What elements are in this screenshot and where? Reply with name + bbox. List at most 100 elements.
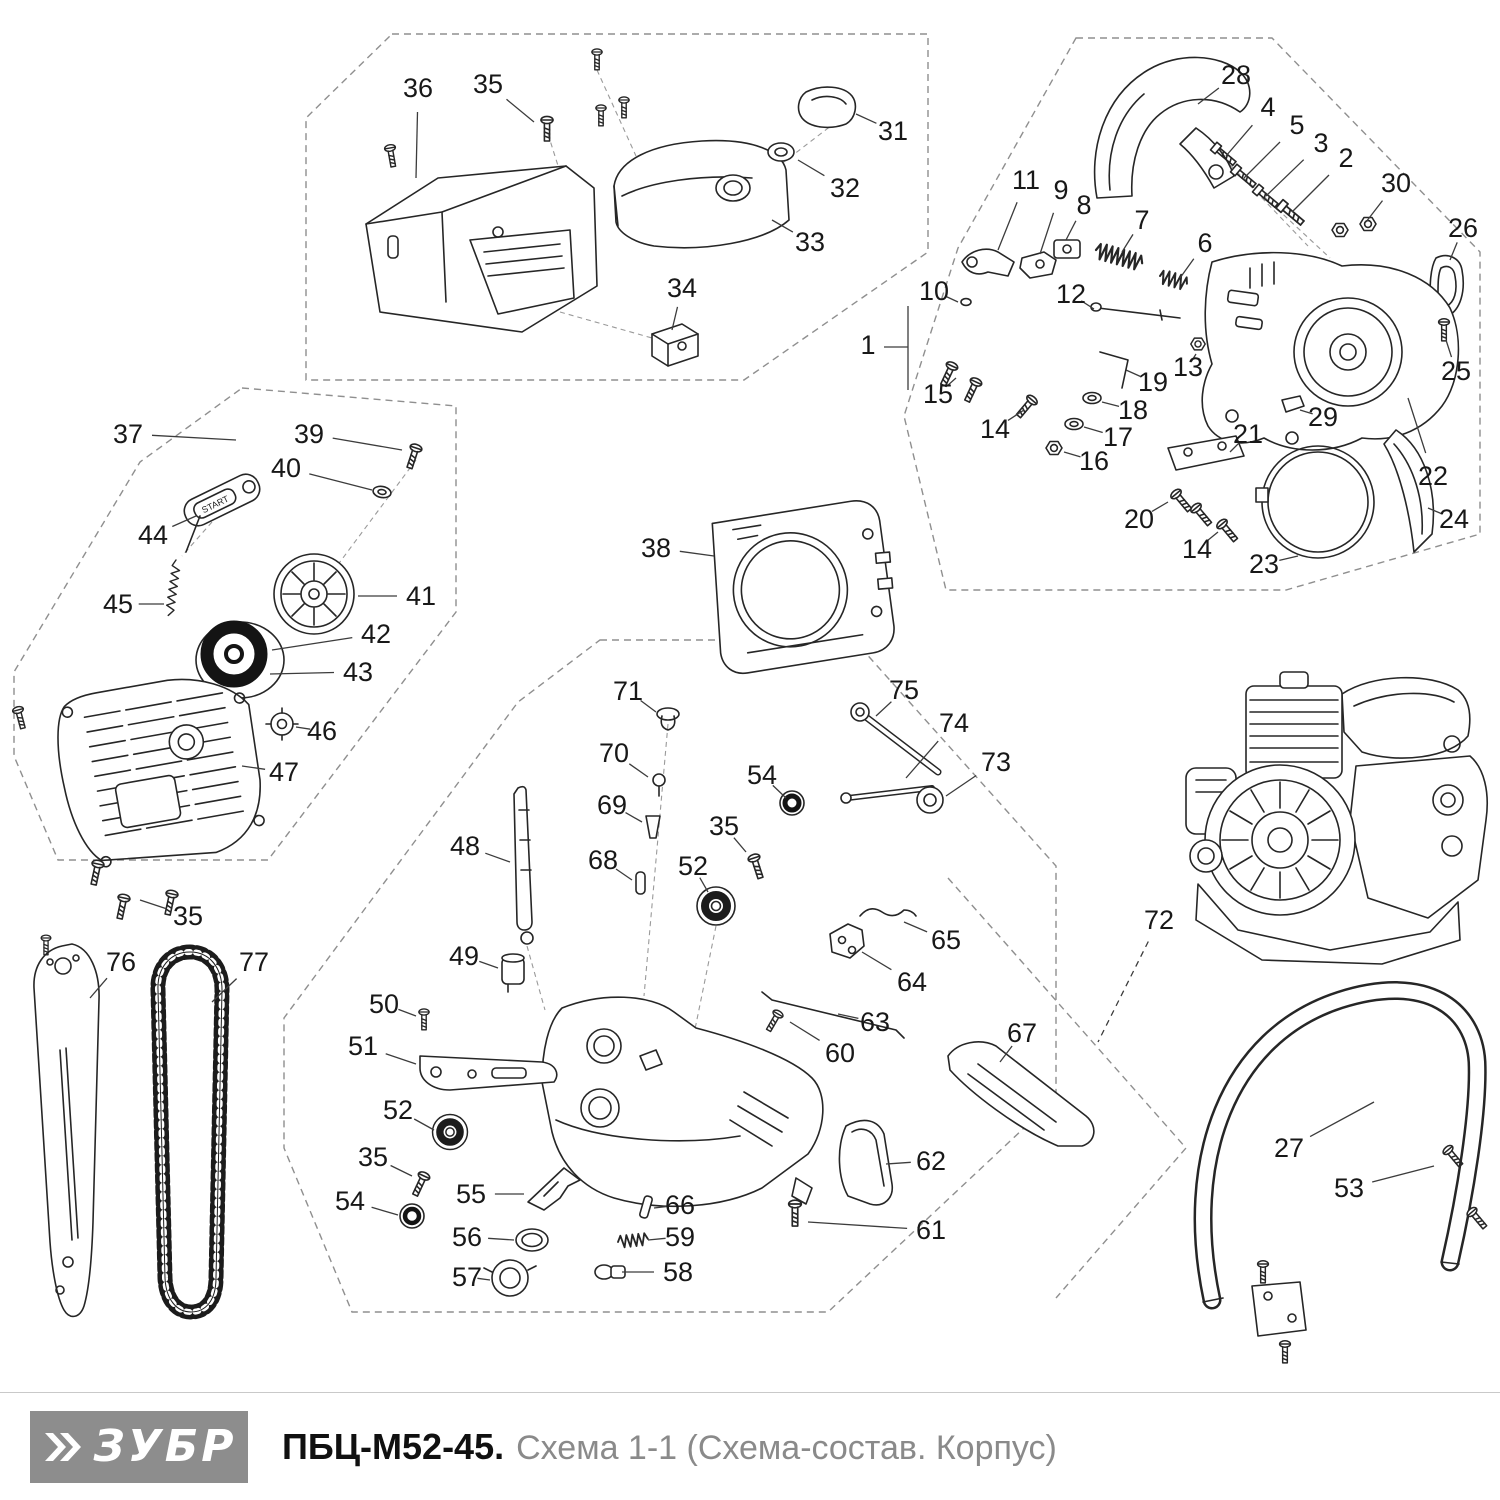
part-label-56: 56 <box>452 1222 482 1252</box>
part-label-69: 69 <box>597 790 627 820</box>
part-label-43: 43 <box>343 657 373 687</box>
leader-line <box>1063 451 1081 458</box>
leader-line <box>415 111 419 179</box>
part-label-52: 52 <box>383 1095 413 1125</box>
part-label-15: 15 <box>923 379 953 409</box>
leader-line <box>1083 426 1103 434</box>
leader-line <box>1206 531 1219 542</box>
leader-line <box>1197 87 1220 105</box>
leader-line <box>771 219 794 233</box>
leader-line <box>1309 1101 1375 1138</box>
part-label-76: 76 <box>106 947 136 977</box>
leader-line <box>1365 200 1384 223</box>
leader-line <box>479 960 499 969</box>
diagram-caption: ПБЦ-М52-45.Схема 1-1 (Схема-состав. Корп… <box>282 1426 1057 1468</box>
part-label-26: 26 <box>1448 213 1478 243</box>
footer: ЗУБР ПБЦ-М52-45.Схема 1-1 (Схема-состав.… <box>0 1392 1500 1500</box>
leader-line <box>1449 242 1458 261</box>
region-starter <box>13 387 457 861</box>
leader-line <box>837 1013 859 1020</box>
part-label-31: 31 <box>878 116 908 146</box>
leader-line <box>625 812 643 823</box>
leader-line <box>371 1206 399 1216</box>
leader-line <box>945 377 957 388</box>
part-label-5: 5 <box>1289 110 1304 140</box>
part-label-52: 52 <box>678 851 708 881</box>
leader-line <box>1121 234 1134 253</box>
part-label-24: 24 <box>1439 504 1469 534</box>
leader-line <box>485 852 511 863</box>
group-boundaries <box>13 33 1481 1313</box>
leader-line <box>1265 159 1305 197</box>
part-label-3: 3 <box>1313 128 1328 158</box>
part-label-12: 12 <box>1056 279 1086 309</box>
part-label-73: 73 <box>981 747 1011 777</box>
group-engine <box>1185 671 1489 965</box>
part-label-58: 58 <box>663 1257 693 1287</box>
leader-line <box>390 1164 413 1177</box>
region-top-cover <box>305 33 929 381</box>
leader-line <box>1191 353 1197 362</box>
leader-line <box>885 1161 911 1165</box>
part-label-72: 72 <box>1144 905 1174 935</box>
part-label-53: 53 <box>1334 1173 1364 1203</box>
leader-line <box>997 202 1018 251</box>
leader-line <box>861 951 892 971</box>
group-chain <box>150 944 230 1320</box>
group-front-handle <box>1193 981 1490 1364</box>
part-label-4: 4 <box>1260 92 1275 122</box>
group-fuel-tank <box>399 702 1095 1297</box>
group-brake-assembly <box>936 56 1464 559</box>
part-label-21: 21 <box>1233 419 1263 449</box>
part-label-38: 38 <box>641 533 671 563</box>
part-label-70: 70 <box>599 738 629 768</box>
leader-line <box>807 1221 908 1230</box>
leader-line <box>1279 555 1299 562</box>
leader-line <box>211 978 238 1003</box>
part-label-48: 48 <box>450 831 480 861</box>
leader-line <box>1445 339 1453 358</box>
part-label-7: 7 <box>1134 205 1149 235</box>
leader-line <box>772 784 787 799</box>
leader-line <box>413 1118 435 1131</box>
part-label-68: 68 <box>588 845 618 875</box>
leader-line <box>1372 1165 1435 1183</box>
leader-line <box>295 726 311 730</box>
part-label-35: 35 <box>709 811 739 841</box>
part-label-65: 65 <box>931 925 961 955</box>
part-label-33: 33 <box>795 227 825 257</box>
leader-line <box>1229 441 1241 453</box>
zubr-logo-text: ЗУБР <box>93 1421 237 1472</box>
part-label-46: 46 <box>307 716 337 746</box>
leader-line <box>1407 397 1427 454</box>
part-label-50: 50 <box>369 989 399 1019</box>
leader-line <box>640 699 657 713</box>
leader-line <box>944 295 959 303</box>
leader-line <box>477 1277 491 1281</box>
leader-line <box>679 550 715 557</box>
part-label-60: 60 <box>825 1038 855 1068</box>
part-label-36: 36 <box>403 73 433 103</box>
part-label-23: 23 <box>1249 549 1279 579</box>
part-label-39: 39 <box>294 419 324 449</box>
part-label-42: 42 <box>361 619 391 649</box>
part-label-35: 35 <box>173 901 203 931</box>
group-starter: START <box>11 441 424 921</box>
leader-line <box>1291 174 1330 213</box>
leader-line <box>332 437 403 451</box>
part-label-37: 37 <box>113 419 143 449</box>
leader-line <box>89 977 108 999</box>
part-label-62: 62 <box>916 1146 946 1176</box>
part-label-47: 47 <box>269 757 299 787</box>
leader-line <box>271 636 353 651</box>
part-label-9: 9 <box>1053 175 1068 205</box>
leader-line <box>139 899 167 910</box>
part-label-35: 35 <box>358 1142 388 1172</box>
part-label-22: 22 <box>1418 461 1448 491</box>
group-guide-bar <box>33 934 100 1318</box>
leader-line <box>172 515 197 528</box>
part-label-44: 44 <box>138 520 168 550</box>
leader-line <box>151 434 237 441</box>
leader-line <box>945 774 977 797</box>
